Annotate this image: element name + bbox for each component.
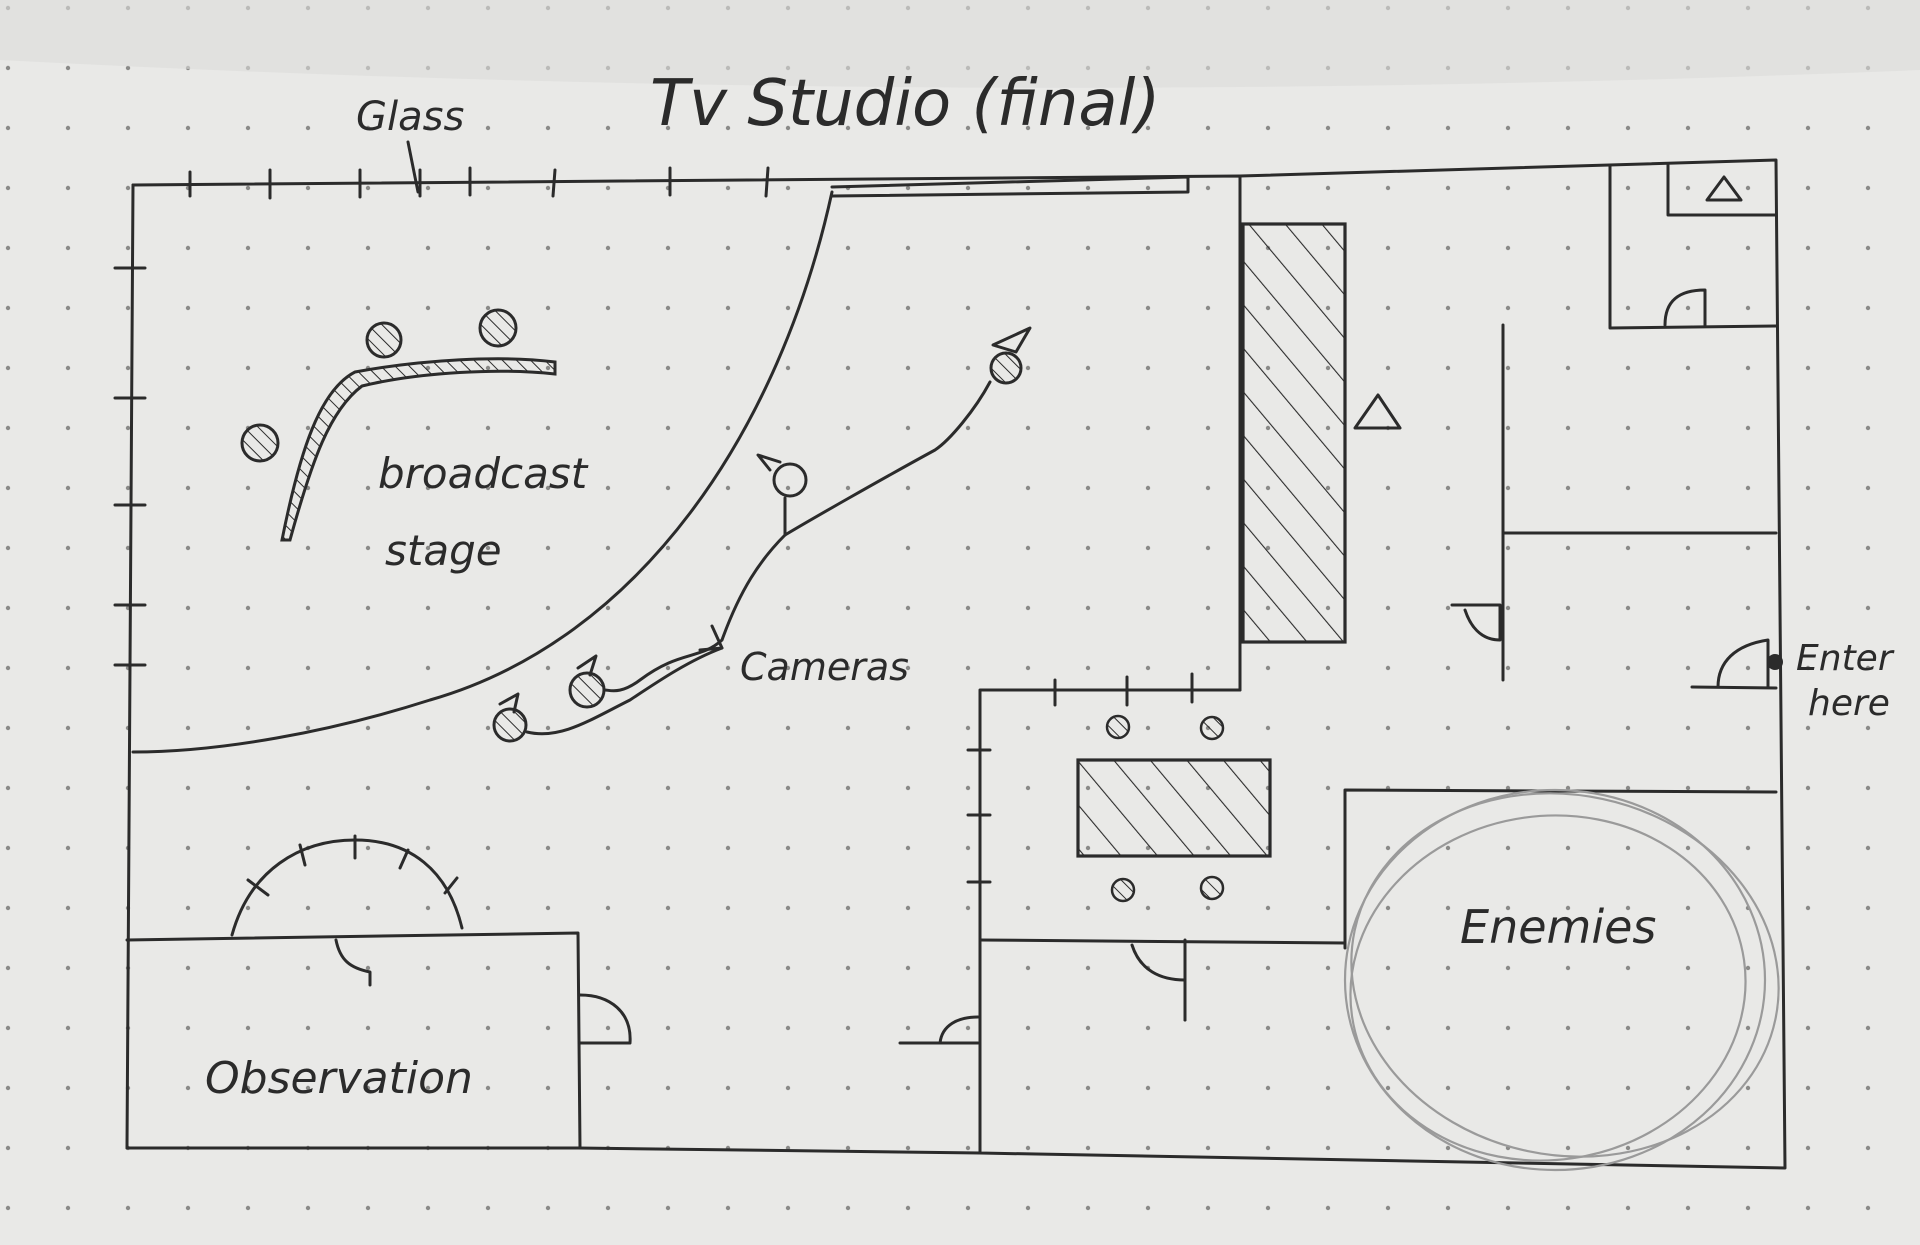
- left-wall-ticks: [113, 266, 147, 667]
- pillar-icon: [1241, 222, 1347, 644]
- door-swing-icon: [1663, 288, 1707, 327]
- conference-wall-ticks: [966, 672, 1194, 884]
- camera-icon: [568, 654, 606, 709]
- plan-title: Tv Studio (final): [650, 67, 1160, 141]
- door-swing-icon: [1690, 638, 1778, 690]
- observation-label: Observation: [205, 1053, 473, 1104]
- door-swing-icon: [578, 993, 632, 1045]
- broadcast-label: broadcast: [378, 449, 589, 498]
- entrance-dot-icon: [1767, 654, 1783, 670]
- triangle-marker-icon: [1353, 393, 1402, 430]
- observation-dome-ticks: [246, 834, 459, 897]
- conference-room-walls: [978, 788, 1778, 1022]
- stage-label: stage: [385, 526, 502, 575]
- top-right-room: [1608, 163, 1778, 330]
- glass-label: Glass: [356, 94, 464, 140]
- camera-icon: [492, 692, 528, 743]
- enemies-label: Enemies: [1460, 900, 1656, 954]
- stage-boundary-curve: [131, 190, 834, 754]
- conference-table: [1076, 758, 1272, 858]
- paper-shadow: [0, 0, 1920, 88]
- cameras-label: Cameras: [740, 645, 909, 689]
- right-corridor-walls: [1501, 323, 1778, 682]
- door-swing-icon: [898, 1015, 980, 1045]
- door-swing-icon: [334, 938, 372, 987]
- conference-chairs: [1105, 714, 1225, 903]
- camera-icon: [756, 453, 808, 498]
- glass-ticks: [188, 166, 770, 200]
- camera-cables: [525, 380, 992, 736]
- stage-desk: [280, 357, 557, 542]
- camera-icon: [989, 326, 1032, 385]
- enter-label: Enter: [1796, 638, 1895, 679]
- triangle-marker-icon: [1705, 175, 1743, 202]
- stage-seats: [240, 308, 518, 463]
- enemies-zone: [1343, 788, 1780, 1172]
- top-sliding-panel: [830, 175, 1190, 198]
- here-label: here: [1808, 683, 1890, 724]
- door-swing-icon: [1450, 603, 1502, 642]
